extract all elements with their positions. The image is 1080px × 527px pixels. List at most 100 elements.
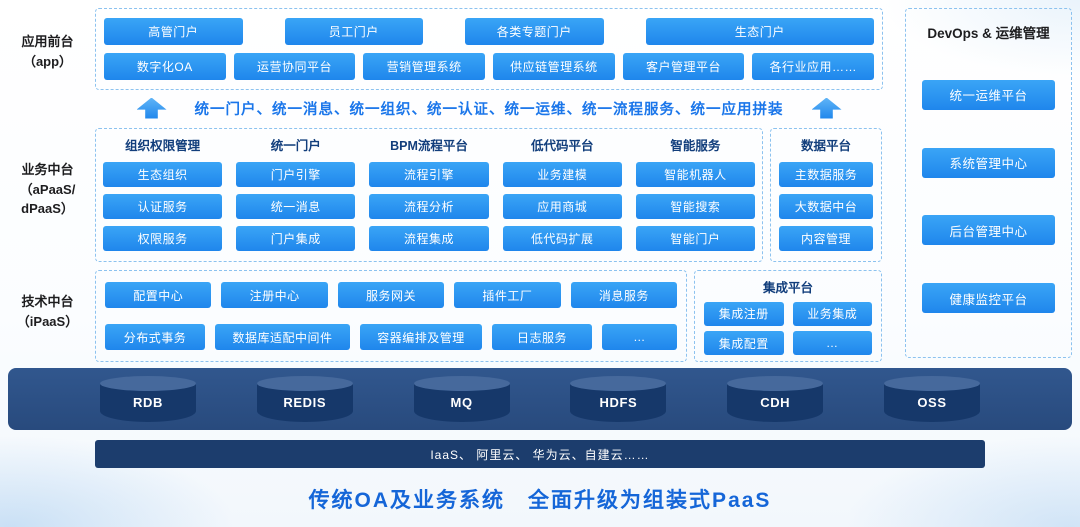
database-label: MQ [450,395,473,410]
biz-item: 应用商城 [502,194,622,219]
database-cylinder-mq: MQ [413,376,510,422]
database-label: CDH [760,395,791,410]
data-platform-item: 主数据服务 [779,162,873,187]
iaas-bar: IaaS、 阿里云、 华为云、自建云…… [95,440,985,468]
tech-middle-panel: 配置中心 注册中心 服务网关 插件工厂 消息服务 分布式事务 数据库适配中间件 … [95,270,687,362]
app-system-item: 供应链管理系统 [493,53,615,80]
cylinder-top [727,376,824,391]
tech-item: 数据库适配中间件 [215,324,350,350]
cylinder-top [256,376,353,391]
biz-item: 智能搜索 [635,194,756,219]
biz-column-portal: 统一门户 门户引擎 统一消息 门户集成 [236,138,356,252]
tech-item: 注册中心 [221,282,328,308]
database-cylinder-oss: OSS [883,376,980,422]
tech-row-2: 分布式事务 数据库适配中间件 容器编排及管理 日志服务 … [105,324,677,350]
tech-item: 容器编排及管理 [360,324,482,350]
biz-item: 认证服务 [103,194,223,219]
database-cylinder-hdfs: HDFS [570,376,667,422]
biz-item: 智能门户 [635,226,756,251]
database-cylinder-cdh: CDH [727,376,824,422]
data-platform-panel: 数据平台 主数据服务 大数据中台 内容管理 [770,128,882,262]
biz-column-bpm: BPM流程平台 流程引擎 流程分析 流程集成 [369,138,489,252]
devops-items: 统一运维平台 系统管理中心 后台管理中心 健康监控平台 [922,42,1055,351]
tech-item: 分布式事务 [105,324,205,350]
cylinder-top [883,376,980,391]
devops-item: 后台管理中心 [922,215,1055,246]
cylinder-top [413,376,510,391]
business-layer-label-line: （aPaaS/ [19,181,76,197]
iaas-bar-text: IaaS、 阿里云、 华为云、自建云…… [430,447,650,462]
devops-panel: DevOps & 运维管理 统一运维平台 系统管理中心 后台管理中心 健康监控平… [905,8,1072,358]
integration-item-more: … [792,331,872,355]
business-layer-label-line: 业务中台 [21,162,74,177]
integration-platform-panel: 集成平台 集成注册 业务集成 集成配置 … [694,270,882,362]
biz-item: 统一消息 [236,194,356,219]
integration-item: 集成注册 [704,301,784,326]
biz-column-lowcode: 低代码平台 业务建模 应用商城 低代码扩展 [502,138,622,252]
page-title: 传统OA及业务系统 全面升级为组装式PaaS [308,489,772,512]
app-portal-item: 各类专题门户 [465,18,604,45]
tech-item: 配置中心 [105,282,212,308]
devops-item: 健康监控平台 [922,283,1055,314]
app-layer-label-line: （app） [22,53,73,69]
up-arrow-icon [811,97,842,119]
biz-column-header: 统一门户 [270,139,321,153]
database-cylinder-redis: REDIS [256,376,353,422]
biz-item: 门户引擎 [236,162,356,187]
data-platform-item: 大数据中台 [779,194,873,219]
devops-item: 系统管理中心 [922,147,1055,178]
app-system-item: 数字化OA [104,53,226,80]
cylinder-top [100,376,196,391]
tech-item: 日志服务 [492,324,592,350]
biz-item: 生态组织 [103,162,223,187]
devops-item: 统一运维平台 [922,79,1055,110]
devops-panel-title: DevOps & 运维管理 [927,26,1050,41]
data-platform-header: 数据平台 [800,139,851,153]
app-system-item: 运营协同平台 [233,53,356,80]
app-layer-label-line: 应用前台 [21,34,74,49]
app-system-item: 营销管理系统 [363,53,486,80]
tech-item-more: … [602,324,677,350]
tech-item: 服务网关 [337,282,445,308]
biz-column-ai: 智能服务 智能机器人 智能搜索 智能门户 [635,138,756,252]
app-frontend-panel: 高管门户 员工门户 各类专题门户 生态门户 数字化OA 运营协同平台 营销管理系… [95,8,883,90]
database-label: OSS [917,395,947,410]
unified-services-text: 统一门户、统一消息、统一组织、统一认证、统一运维、统一流程服务、统一应用拼装 [194,101,784,118]
biz-item: 门户集成 [236,226,356,251]
app-layer-label: 应用前台 （app） [0,32,95,71]
app-portal-item: 高管门户 [104,18,243,45]
business-layer-label: 业务中台 （aPaaS/ dPaaS） [0,160,95,219]
cylinder-top [570,376,667,391]
biz-column-header: 低代码平台 [530,139,594,153]
database-cylinder-rdb: RDB [100,376,196,422]
app-portal-item: 生态门户 [645,18,875,45]
app-portal-item: 员工门户 [284,18,423,45]
up-arrow-icon [136,97,167,119]
integration-item: 业务集成 [792,301,872,326]
tech-item: 插件工厂 [454,282,561,308]
integration-item: 集成配置 [704,331,784,355]
biz-item: 智能机器人 [635,162,756,187]
biz-column-header: 智能服务 [670,139,721,153]
integration-row-1: 集成注册 业务集成 [704,301,872,326]
biz-item: 低代码扩展 [502,226,622,251]
app-system-row: 数字化OA 运营协同平台 营销管理系统 供应链管理系统 客户管理平台 各行业应用… [104,53,875,80]
tech-layer-label-line: 技术中台 [21,294,74,309]
database-label: HDFS [599,395,638,410]
app-system-item: 客户管理平台 [622,53,745,80]
unified-services-bar: 统一门户、统一消息、统一组织、统一认证、统一运维、统一流程服务、统一应用拼装 [95,93,883,123]
tech-row-1: 配置中心 注册中心 服务网关 插件工厂 消息服务 [105,282,678,308]
biz-item: 流程引擎 [369,162,489,187]
database-label: REDIS [283,395,327,410]
data-platform-item: 内容管理 [779,226,873,251]
app-system-item: 各行业应用…… [752,53,875,80]
storage-layer-bar: RDB REDIS MQ HDFS CDH OSS [8,368,1072,430]
tech-layer-label: 技术中台 （iPaaS） [0,292,95,331]
biz-item: 流程集成 [369,226,489,251]
biz-column-header: 组织权限管理 [125,139,201,153]
integration-row-2: 集成配置 … [704,331,872,355]
biz-item: 权限服务 [103,226,223,251]
integration-platform-header: 集成平台 [762,281,813,295]
biz-item: 业务建模 [502,162,622,187]
